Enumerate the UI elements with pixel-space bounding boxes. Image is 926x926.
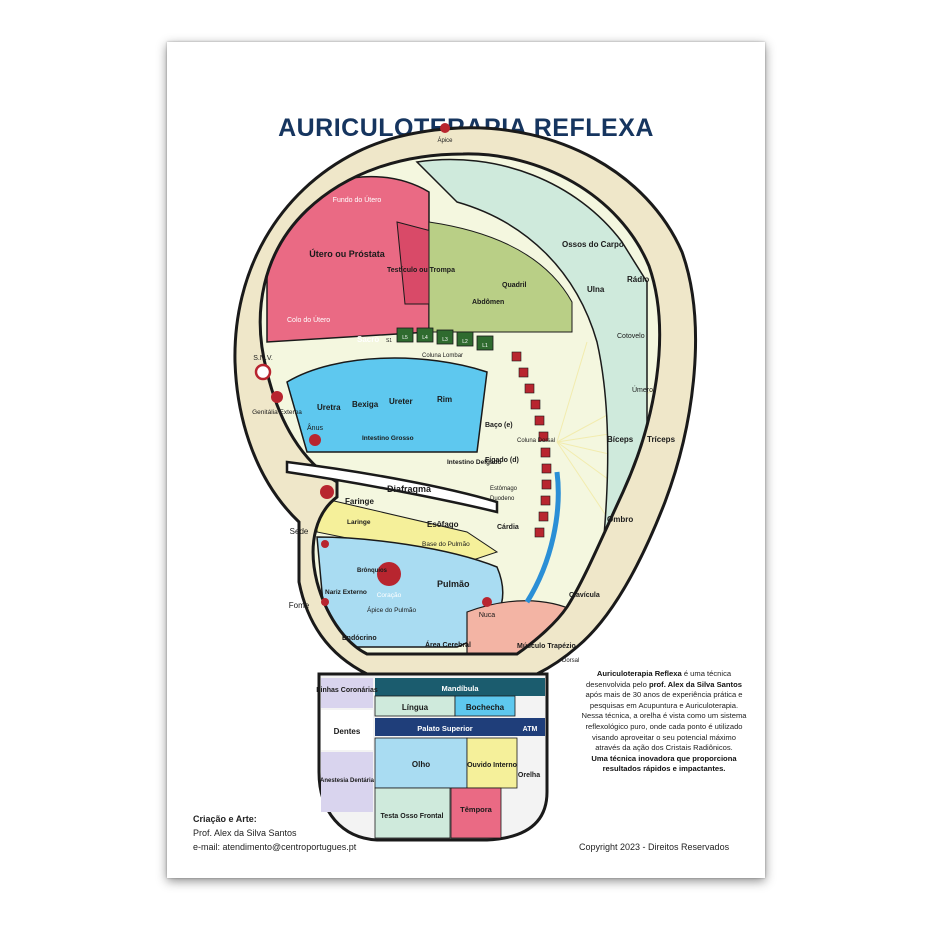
label-fundo-utero: Fundo do Útero	[333, 195, 382, 204]
label-dentes: Dentes	[334, 727, 361, 736]
label-rim: Rim	[437, 395, 452, 404]
mamas-point	[320, 485, 334, 499]
label-mandibula: Mandíbula	[441, 684, 479, 693]
diaphragm-band	[285, 460, 499, 514]
label-estomago: Estômago	[490, 486, 518, 492]
label-clavicula: Clavícula	[569, 592, 600, 599]
fome-point	[321, 598, 329, 606]
label-sede: Sede	[290, 527, 309, 536]
label-dorsal: Dorsal	[562, 658, 579, 664]
label-base-pulmao: Base do Pulmão	[422, 541, 470, 548]
label-intestino-delgado: Intestino Delgado	[447, 459, 502, 466]
label-linhas-coronarias: Linhas Coronárias	[316, 687, 378, 694]
label-diafragma: Diafragma	[387, 484, 432, 494]
copyright: Copyright 2023 - Direitos Reservados	[579, 842, 730, 852]
label-umero: Úmero	[632, 385, 653, 394]
label-palato: Palato Superior	[417, 724, 473, 733]
label-cardia: Cárdia	[497, 524, 519, 531]
label-l2: L2	[462, 339, 468, 345]
label-area-cerebral: Área Cerebral	[425, 640, 471, 649]
label-s1: S1	[386, 338, 392, 344]
label-biceps: Bíceps	[607, 435, 634, 444]
label-figado: Fígado (d)	[485, 457, 519, 464]
apice-point	[440, 123, 450, 133]
credits-name: Prof. Alex da Silva Santos	[193, 828, 297, 838]
label-baco: Baço (e)	[485, 422, 513, 429]
shen-men-point	[254, 363, 272, 381]
label-coracao: Coração	[377, 592, 402, 599]
label-nuca: Nuca	[479, 612, 495, 619]
label-esofago: Esôfago	[427, 520, 459, 529]
desc-author: prof. Alex da Silva Santos	[648, 679, 742, 689]
label-shen-men: S.N.V.	[253, 355, 273, 362]
anus-point	[309, 434, 321, 446]
label-endocrino: Endócrino	[342, 635, 377, 642]
label-l4: L4	[422, 335, 428, 341]
label-triceps: Tríceps	[647, 435, 676, 444]
label-olho: Olho	[412, 760, 430, 769]
label-ouvido-interno: Ouvido Interno	[467, 762, 517, 769]
ear-diagram: Ápice S.N.V. Genitália Externa Ânus Sede…	[233, 123, 697, 842]
label-genitalia: Genitália Externa	[252, 409, 302, 416]
label-radio: Rádio	[627, 275, 649, 284]
label-colo-utero: Colo do Útero	[287, 315, 330, 324]
label-testa: Testa Osso Frontal	[381, 813, 444, 820]
kidney-band	[286, 357, 488, 453]
label-cotovelo: Cotovelo	[617, 333, 645, 340]
label-quadril: Quadril	[502, 282, 527, 289]
label-bronquios: Brônquios	[357, 568, 388, 574]
lumbar-vertebrae	[396, 327, 494, 351]
label-nariz-externo: Nariz Externo	[325, 589, 367, 596]
coracao-point	[377, 562, 401, 586]
desc-closing: Uma técnica inovadora que proporciona re…	[591, 753, 737, 774]
arm-band	[415, 158, 648, 603]
hip-abdomen-band	[428, 221, 573, 333]
label-anus: Ânus	[307, 423, 323, 432]
label-ureter: Ureter	[389, 397, 413, 406]
label-faringe: Faringe	[345, 497, 374, 506]
nuca-point	[482, 597, 492, 607]
poster-sheet: AURICULOTERAPIA REFLEXA	[167, 42, 765, 878]
label-uretra: Uretra	[317, 403, 341, 412]
label-coluna-lombar: Coluna Lombar	[422, 353, 463, 359]
label-bochecha: Bochecha	[466, 703, 505, 712]
label-bexiga: Bexiga	[352, 400, 379, 409]
label-atm: ATM	[523, 726, 538, 733]
desc-brand: Auriculoterapia Reflexa	[596, 669, 682, 678]
label-ombro: Ombro	[607, 515, 633, 524]
label-l5: L5	[402, 335, 408, 341]
label-orelha: Orelha	[518, 772, 540, 779]
description-block: Auriculoterapia Reflexa é uma técnica de…	[579, 669, 749, 775]
label-intestino-grosso: Intestino Grosso	[362, 435, 414, 442]
label-fome: Fome	[289, 601, 310, 610]
label-duodeno: Duodeno	[490, 496, 515, 502]
cervical-column	[524, 471, 561, 604]
label-ossos-carpo: Ossos do Carpo	[562, 240, 624, 249]
label-laringe: Laringe	[347, 519, 371, 526]
label-l3: L3	[442, 337, 448, 343]
credits-block: Criação e Arte: Prof. Alex da Silva Sant…	[193, 812, 356, 854]
label-sacro: Sacro	[357, 335, 379, 344]
desc-text2: após mais de 30 anos de experiência prát…	[581, 690, 747, 753]
label-coluna-dorsal: Coluna Dorsal	[517, 438, 555, 444]
label-l1: L1	[482, 343, 488, 349]
label-tempora: Têmpora	[460, 805, 493, 814]
label-pulmao: Pulmão	[437, 579, 470, 589]
label-apice: Ápice	[437, 137, 453, 144]
genitalia-point	[271, 391, 283, 403]
desc-text1: é uma técnica desenvolvida pelo	[586, 669, 732, 689]
label-anestesia: Anestesia Dentária	[320, 778, 375, 784]
label-testiculo: Testículo ou Trompa	[387, 267, 455, 274]
credits-email: e-mail: atendimento@centroportugues.pt	[193, 842, 357, 852]
label-utero: Útero ou Próstata	[309, 248, 386, 259]
label-abdomen: Abdômen	[472, 299, 504, 306]
dorsal-vertebrae	[511, 351, 552, 538]
credits-heading: Criação e Arte:	[193, 814, 257, 824]
label-musculo-trapezio: Músculo Trapézio	[517, 643, 576, 650]
sede-point	[321, 540, 329, 548]
label-lingua: Língua	[402, 703, 429, 712]
label-apice-pulmao: Ápice do Pulmão	[367, 605, 417, 614]
label-ulna: Ulna	[587, 285, 605, 294]
